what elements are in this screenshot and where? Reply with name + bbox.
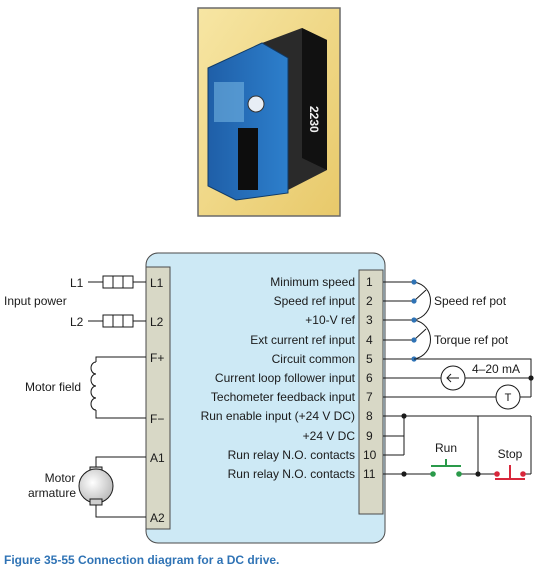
control-terminal-7-number: 7: [366, 390, 373, 404]
control-terminal-7-label: Techometer feedback input: [211, 390, 356, 404]
reference-pot-wiring: [383, 281, 431, 360]
drive-terminal-cover: [238, 128, 258, 190]
control-terminal-3-label: +10-V ref: [305, 313, 355, 327]
stop-button-label: Stop: [498, 447, 523, 461]
control-terminal-6-label: Current loop follower input: [215, 371, 356, 385]
current-loop-label: 4–20 mA: [472, 362, 520, 376]
terminal-a1-label: A1: [150, 451, 165, 465]
drive-dial-icon: [247, 95, 265, 113]
control-terminal-strip: [358, 269, 384, 515]
terminal-l2-label: L2: [150, 315, 164, 329]
drive-model-label: 2230: [307, 106, 321, 133]
terminal-f-minus-label: F−: [150, 412, 164, 426]
drive-nameplate: [214, 82, 244, 122]
line1-label: L1: [70, 276, 84, 290]
control-terminal-1-label: Minimum speed: [270, 275, 355, 289]
tachometer-symbol: T: [505, 392, 512, 404]
torque-pot-icon: [413, 319, 431, 360]
line2-label: L2: [70, 315, 84, 329]
control-terminal-4-label: Ext current ref input: [250, 333, 355, 347]
stop-button-contact: [494, 465, 526, 480]
torque-ref-pot-label: Torque ref pot: [434, 333, 509, 347]
control-terminal-9-number: 9: [366, 429, 373, 443]
control-terminal-11-number: 11: [363, 467, 376, 481]
control-terminal-2-label: Speed ref input: [274, 294, 356, 308]
control-terminal-5-label: Circuit common: [272, 352, 355, 366]
junction-dot: [475, 471, 481, 477]
control-terminal-10-number: 10: [363, 448, 377, 462]
terminal-l1-label: L1: [150, 276, 164, 290]
run-button-contact: [404, 459, 462, 477]
power-terminal-strip: [145, 266, 171, 530]
fuse-icon: [102, 275, 134, 289]
junction-dot: [528, 375, 534, 381]
fuse-icon: [102, 314, 134, 328]
motor-field-label: Motor field: [25, 380, 81, 394]
coil-icon: [90, 361, 97, 411]
motor-armature-label-line2: armature: [28, 486, 76, 500]
motor-icon: [78, 468, 114, 504]
control-terminal-2-number: 2: [366, 294, 373, 308]
junction-dot: [401, 413, 407, 419]
run-button-label: Run: [435, 441, 457, 455]
motor-armature-label-line1: Motor: [45, 471, 76, 485]
figure-caption: Figure 35-55 Connection diagram for a DC…: [4, 553, 280, 567]
junction-dot: [401, 471, 407, 477]
control-terminal-5-number: 5: [366, 352, 373, 366]
run-stop-circuit: [383, 415, 532, 475]
speed-pot-icon: [413, 281, 431, 321]
control-terminal-4-number: 4: [366, 333, 373, 347]
line2-fuse-circuit: [88, 314, 146, 328]
pot-terminal-dots: [411, 279, 417, 362]
control-terminal-3-number: 3: [366, 313, 373, 327]
control-terminal-8-number: 8: [366, 409, 373, 423]
control-terminal-11-label: Run relay N.O. contacts: [228, 467, 355, 481]
line1-fuse-circuit: [88, 275, 146, 289]
input-power-label: Input power: [4, 294, 67, 308]
drive-heatsink-side: [302, 28, 327, 170]
control-terminal-6-number: 6: [366, 371, 373, 385]
speed-ref-pot-label: Speed ref pot: [434, 294, 507, 308]
control-terminal-9-label: +24 V DC: [303, 429, 356, 443]
motor-field-coil: [90, 356, 146, 419]
control-terminal-10-label: Run relay N.O. contacts: [228, 448, 355, 462]
control-terminal-1-number: 1: [366, 275, 373, 289]
motor-armature-circuit: [78, 456, 146, 518]
drive-product-photo: 2230: [197, 7, 341, 217]
control-terminal-8-label: Run enable input (+24 V DC): [201, 409, 355, 423]
terminal-f-plus-label: F+: [150, 351, 164, 365]
current-loop-circuit: [383, 358, 532, 410]
terminal-a2-label: A2: [150, 511, 165, 525]
